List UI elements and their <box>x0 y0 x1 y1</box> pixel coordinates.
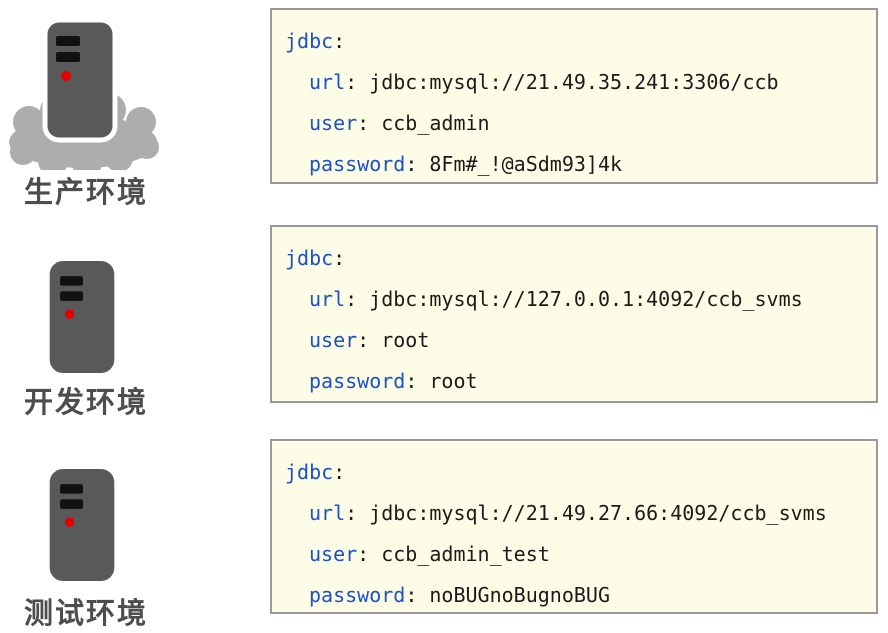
yaml-value: ccb_admin <box>381 111 490 135</box>
config-box-development: jdbc: url: jdbc:mysql://127.0.0.1:4092/cc… <box>270 225 878 403</box>
yaml-root-line: jdbc: <box>285 452 876 493</box>
yaml-key: password <box>309 369 406 393</box>
yaml-value: noBUGnoBugnoBUG <box>429 583 610 607</box>
yaml-key: user <box>309 328 358 352</box>
yaml-colon: : <box>357 111 370 135</box>
yaml-colon: : <box>333 246 346 270</box>
yaml-colon: : <box>405 369 418 393</box>
yaml-key: url <box>309 70 346 94</box>
yaml-value: jdbc:mysql://21.49.27.66:4092/ccb_svms <box>369 501 827 525</box>
yaml-colon: : <box>345 501 358 525</box>
yaml-colon: : <box>405 583 418 607</box>
yaml-entry-url: url: jdbc:mysql://127.0.0.1:4092/ccb_svms <box>285 279 876 320</box>
yaml-colon: : <box>357 328 370 352</box>
server-icon <box>49 468 115 582</box>
yaml-key: password <box>309 583 406 607</box>
yaml-key: jdbc <box>285 246 334 270</box>
config-box-test: jdbc: url: jdbc:mysql://21.49.27.66:4092/… <box>270 439 878 614</box>
yaml-key: user <box>309 111 358 135</box>
yaml-entry-password: password: root <box>285 361 876 401</box>
yaml-entry-url: url: jdbc:mysql://21.49.35.241:3306/ccb <box>285 62 876 103</box>
environment-label-production: 生产环境 <box>24 175 149 209</box>
yaml-entry-user: user: root <box>285 320 876 361</box>
yaml-value: ccb_admin_test <box>381 542 550 566</box>
yaml-colon: : <box>333 460 346 484</box>
yaml-colon: : <box>345 70 358 94</box>
yaml-key: jdbc <box>285 460 334 484</box>
yaml-entry-user: user: ccb_admin <box>285 103 876 144</box>
yaml-colon: : <box>333 29 346 53</box>
server-tower <box>42 17 118 143</box>
yaml-value: root <box>381 328 430 352</box>
yaml-key: password <box>309 152 406 176</box>
yaml-key: url <box>309 287 346 311</box>
yaml-root-line: jdbc: <box>285 238 876 279</box>
yaml-colon: : <box>405 152 418 176</box>
environment-label-test: 测试环境 <box>24 596 149 630</box>
yaml-value: root <box>429 369 478 393</box>
yaml-entry-password: password:8Fm#_!@aSdm93]4k <box>285 144 876 182</box>
yaml-entry-url: url: jdbc:mysql://21.49.27.66:4092/ccb_sv… <box>285 493 876 534</box>
yaml-value: jdbc:mysql://127.0.0.1:4092/ccb_svms <box>369 287 803 311</box>
yaml-colon: : <box>345 287 358 311</box>
yaml-key: user <box>309 542 358 566</box>
yaml-value: 8Fm#_!@aSdm93]4k <box>429 152 623 176</box>
server-icon <box>49 260 115 374</box>
server-tower <box>49 260 115 374</box>
yaml-root-line: jdbc: <box>285 21 876 62</box>
server-tower <box>49 468 115 582</box>
server-cloud-icon <box>9 17 159 170</box>
yaml-entry-user: user: ccb_admin_test <box>285 534 876 575</box>
yaml-key: jdbc <box>285 29 334 53</box>
yaml-colon: : <box>357 542 370 566</box>
environment-label-development: 开发环境 <box>24 385 149 419</box>
config-box-production: jdbc: url: jdbc:mysql://21.49.35.241:3306… <box>270 8 878 184</box>
yaml-value: jdbc:mysql://21.49.35.241:3306/ccb <box>369 70 779 94</box>
yaml-key: url <box>309 501 346 525</box>
yaml-entry-password: password: noBUGnoBugnoBUG <box>285 575 876 612</box>
